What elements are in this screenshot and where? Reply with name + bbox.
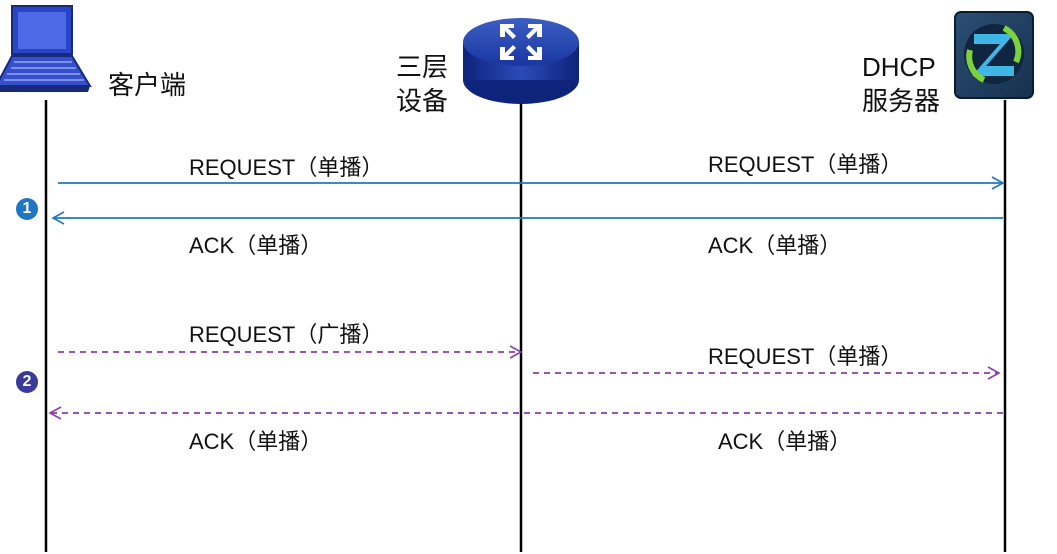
step-2-marker: 2 xyxy=(16,371,38,393)
s2-request-left-label: REQUEST（广播） xyxy=(189,322,384,347)
s1-ack-right-label: ACK（单播） xyxy=(708,233,842,258)
s2-ack-left-label: ACK（单播） xyxy=(189,429,323,454)
router-icon xyxy=(463,18,579,104)
l3-device-label-line1: 三层 xyxy=(396,52,449,82)
laptop-icon xyxy=(0,5,92,92)
dhcp-server-label-line2: 服务器 xyxy=(862,86,941,116)
client-label: 客户端 xyxy=(108,70,187,100)
step-1-marker: 1 xyxy=(16,198,38,220)
s2-request-right-label: REQUEST（单播） xyxy=(708,344,903,369)
s1-request-left-label: REQUEST（单播） xyxy=(189,155,384,180)
l3-device-label-line2: 设备 xyxy=(396,86,449,116)
dhcp-server-label-line1: DHCP xyxy=(862,52,936,82)
s1-ack-left-label: ACK（单播） xyxy=(189,233,323,258)
dhcp-server-icon xyxy=(954,11,1034,99)
s2-ack-right-label: ACK（单播） xyxy=(718,429,852,454)
s1-request-right-label: REQUEST（单播） xyxy=(708,152,903,177)
